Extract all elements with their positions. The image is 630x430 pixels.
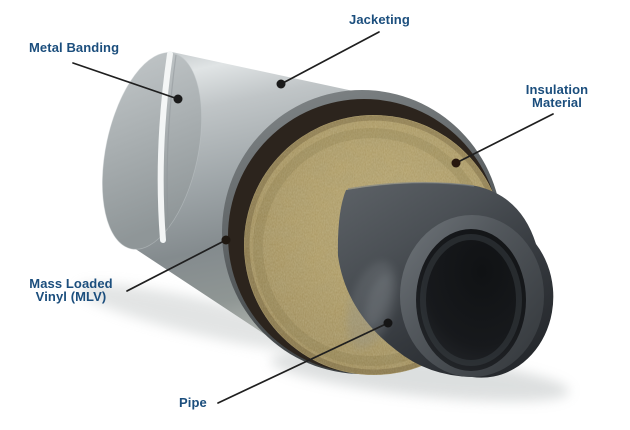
label-metal-banding: Metal Banding [29,40,120,55]
pipe-bore-inner-wall [420,234,522,366]
label-jacketing: Jacketing [349,12,410,27]
pipe-bore [416,229,526,371]
leader-mass-loaded-vinyl [126,235,231,292]
mass-loaded-vinyl-dot [221,235,231,245]
leader-jacketing [276,31,380,89]
label-insulation-material: Insulation Material [525,82,589,110]
pipe-side-reflection-bright [365,273,391,327]
leader-metal-banding [72,62,183,104]
insulation-material-dot [451,158,461,168]
leader-insulation-material [451,113,554,168]
metal-banding-dot [173,94,183,104]
metal-band-edge [166,54,177,241]
pipe-top-highlight [347,181,475,190]
leader-pipe [217,318,393,404]
pipe-dot [383,318,393,328]
metal-band [157,51,173,243]
label-pipe: Pipe [179,395,207,410]
jacketing-dot [276,79,286,89]
pipe-cylinder [337,181,554,378]
label-mass-loaded-vinyl: Mass Loaded Vinyl (MLV) [29,276,113,304]
